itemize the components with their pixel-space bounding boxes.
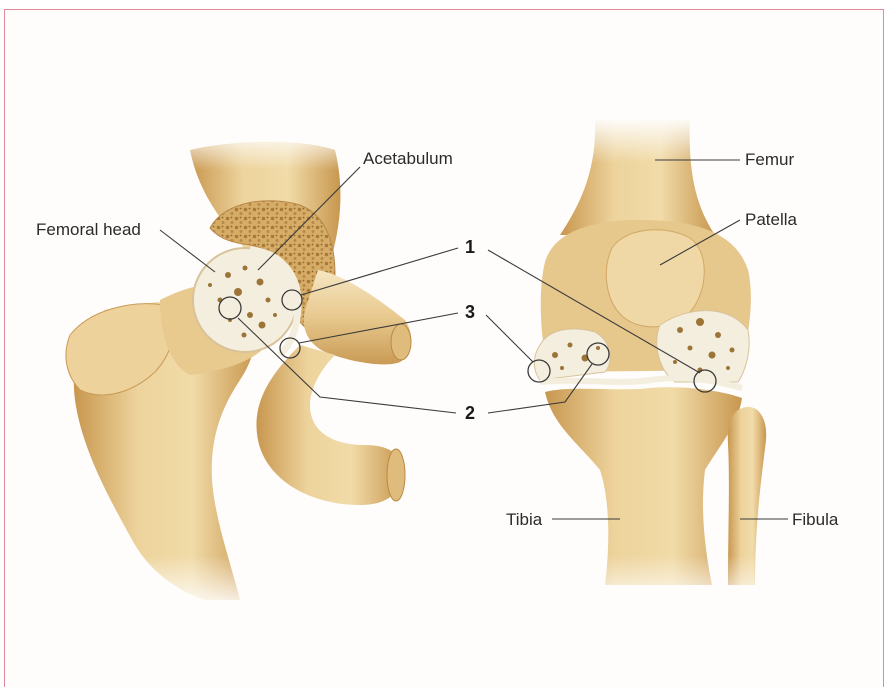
knee-joint-space	[540, 378, 742, 388]
ischium-cut-surface	[387, 449, 405, 501]
ischium-bone	[256, 345, 402, 505]
bottom-fade	[60, 555, 780, 610]
label-femoral-head: Femoral head	[36, 220, 141, 239]
leader-femoral-head	[160, 230, 215, 272]
leader-3-knee	[486, 315, 533, 362]
label-fibula: Fibula	[792, 510, 839, 529]
pubis-cut-surface	[391, 324, 411, 360]
label-tibia: Tibia	[506, 510, 543, 529]
top-fade-hip	[180, 130, 350, 170]
label-acetabulum: Acetabulum	[363, 149, 453, 168]
knee-joint	[534, 120, 766, 585]
label-number-2: 2	[465, 403, 475, 423]
top-fade-knee	[585, 118, 705, 163]
label-patella: Patella	[745, 210, 798, 229]
hip-joint	[66, 142, 411, 600]
label-femur: Femur	[745, 150, 794, 169]
label-number-3: 3	[465, 302, 475, 322]
label-number-1: 1	[465, 237, 475, 257]
